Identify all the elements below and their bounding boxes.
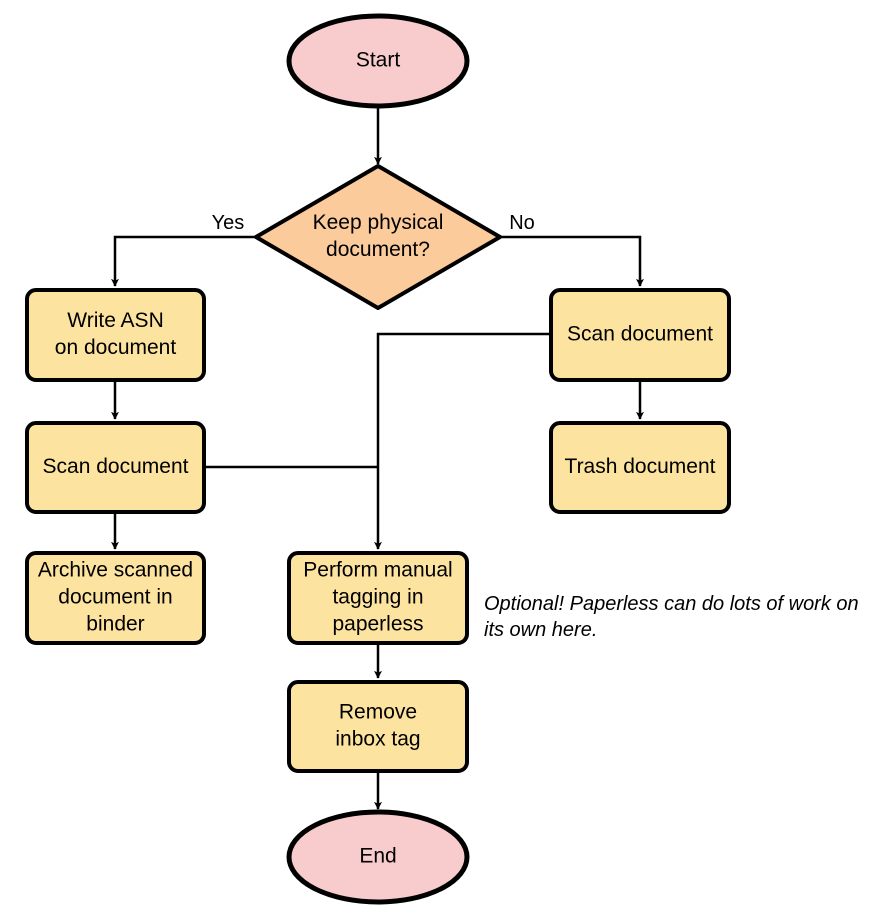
node-label-remove-inbox-tag: Remove xyxy=(339,701,417,724)
node-label-trash-document: Trash document xyxy=(565,455,716,478)
node-label-start: Start xyxy=(356,49,401,72)
edge-label-yes-label: Yes xyxy=(212,212,245,234)
node-remove-inbox-tag[interactable]: Remove inbox tag xyxy=(287,680,469,773)
edge-labels-layer: Yes No xyxy=(212,212,535,234)
process-shape xyxy=(25,288,206,382)
node-end[interactable]: End xyxy=(286,809,470,905)
node-label-keep-physical-document: document? xyxy=(326,238,430,261)
node-label-archive-scanned-document-in-binder: document in xyxy=(58,586,172,609)
process-shape xyxy=(549,421,731,514)
node-scan-document-left[interactable]: Scan document xyxy=(25,421,206,514)
node-archive-scanned-document-in-binder[interactable]: Archive scanned document in binder xyxy=(25,551,206,645)
process-shape xyxy=(25,551,206,645)
node-scan-document-right[interactable]: Scan document xyxy=(549,288,731,382)
edge-decision-yes-to-write-asn xyxy=(111,235,256,287)
node-label-archive-scanned-document-in-binder: Archive scanned xyxy=(38,559,193,582)
terminator-shape xyxy=(286,809,470,905)
node-start[interactable]: Start xyxy=(286,13,470,109)
decision-shape xyxy=(254,164,502,310)
node-label-write-asn-on-document: Write ASN xyxy=(67,309,163,332)
node-label-keep-physical-document: Keep physical xyxy=(313,211,444,234)
terminator-shape xyxy=(286,13,470,109)
annotation-optional-note: its own here. xyxy=(484,619,597,641)
node-label-archive-scanned-document-in-binder: binder xyxy=(86,613,144,636)
node-label-remove-inbox-tag: inbox tag xyxy=(335,728,420,751)
process-shape xyxy=(287,551,469,645)
node-label-perform-manual-tagging-in-paperless: Perform manual xyxy=(303,559,452,582)
edge-scan-document-right-to-manual-tagging xyxy=(374,332,551,550)
process-shape xyxy=(25,421,206,514)
annotation-optional-note: Optional! Paperless can do lots of work … xyxy=(484,593,859,615)
node-label-end: End xyxy=(359,845,396,868)
node-keep-physical-document[interactable]: Keep physical document? xyxy=(254,164,502,310)
edge-decision-no-to-scan-document-right xyxy=(500,235,644,287)
node-trash-document[interactable]: Trash document xyxy=(549,421,731,514)
node-label-write-asn-on-document: on document xyxy=(55,336,177,359)
process-shape xyxy=(287,680,469,773)
node-write-asn-on-document[interactable]: Write ASN on document xyxy=(25,288,206,382)
node-label-scan-document-left: Scan document xyxy=(43,455,189,478)
node-label-perform-manual-tagging-in-paperless: paperless xyxy=(332,613,423,636)
process-shape xyxy=(549,288,731,382)
edges-layer xyxy=(111,108,644,810)
annotations-layer: Optional! Paperless can do lots of work … xyxy=(484,593,859,641)
node-label-perform-manual-tagging-in-paperless: tagging in xyxy=(332,586,423,609)
edge-label-no-label: No xyxy=(509,212,535,234)
node-label-scan-document-right: Scan document xyxy=(567,323,713,346)
node-perform-manual-tagging-in-paperless[interactable]: Perform manual tagging in paperless xyxy=(287,551,469,645)
